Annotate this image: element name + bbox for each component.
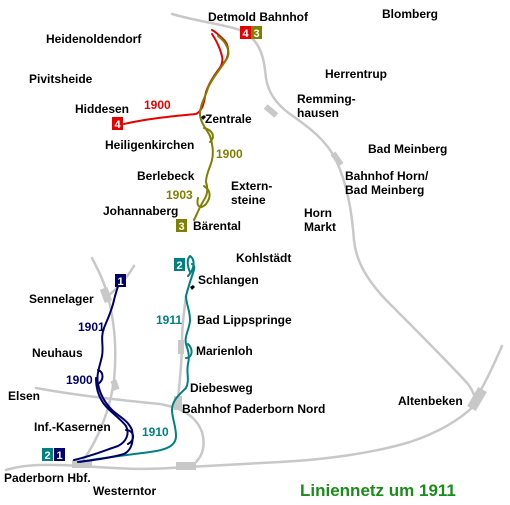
line-badges: 4 3 4 3 2 1 2 1 (42, 26, 262, 462)
tram-line-1-loop-kasernen (125, 429, 134, 445)
badge-schlangen-line2-text: 2 (176, 260, 182, 272)
label-sennelager: Sennelager (29, 292, 94, 306)
year-hiddesen-line: 1900 (144, 98, 171, 112)
label-pivitsheide: Pivitsheide (29, 72, 93, 86)
label-johannaberg: Johannaberg (103, 204, 178, 218)
railway-detmold-altenbeken (170, 12, 478, 402)
depot-zentrale-marker (201, 115, 206, 120)
year-sennelager-line: 1901 (78, 320, 105, 334)
tram-line-3-loop (196, 185, 211, 208)
badge-paderborn-line1 (54, 448, 65, 461)
label-westerntor: Westerntor (93, 484, 156, 498)
label-altenbeken: Altenbeken (398, 394, 463, 408)
year-johannaberg-line: 1903 (166, 188, 193, 202)
badge-detmold-line4-text: 4 (242, 28, 249, 40)
tram-line-2 (79, 255, 196, 463)
label-hiddesen: Hiddesen (75, 102, 129, 116)
tram-line-2-route (79, 263, 196, 463)
badge-schlangen-line2 (174, 258, 185, 271)
label-diebesweg: Diebesweg (190, 381, 253, 395)
label-hausen: hausen (297, 106, 339, 120)
depot-schlangen-marker (190, 285, 195, 290)
label-zentrale: Zentrale (205, 112, 252, 126)
label-berlebeck: Berlebeck (137, 169, 195, 183)
station-altenbeken (467, 386, 487, 412)
badge-hiddesen-line4 (112, 117, 123, 130)
badge-sennelager-line1 (115, 274, 126, 287)
year-paderborn-line: 1910 (142, 425, 169, 439)
label-remming: Remming- (297, 92, 356, 106)
year-neuhaus-line: 1900 (66, 373, 93, 387)
label-marienloh: Marienloh (196, 344, 253, 358)
label-inf-kasernen: Inf.-Kasernen (34, 420, 111, 434)
label-bahnhof-horn: Bahnhof Horn/ (345, 169, 429, 183)
label-herrentrup: Herrentrup (325, 67, 387, 81)
tram-line-4-loop (211, 33, 224, 77)
tram-line-3 (193, 35, 230, 221)
railway-lines (4, 12, 504, 472)
badge-hiddesen-line4-text: 4 (114, 119, 121, 131)
label-paderborn-hbf: Paderborn Hbf. (4, 471, 91, 485)
label-bad-lippspringe: Bad Lippspringe (197, 313, 292, 327)
badge-paderborn-line2-text: 2 (44, 450, 50, 462)
tram-line-1-parallel (73, 377, 129, 461)
label-heiligenkirchen: Heiligenkirchen (105, 138, 194, 152)
badge-sennelager-line1-text: 1 (117, 276, 123, 288)
label-markt: Markt (304, 220, 336, 234)
label-bad-meinberg: Bad Meinberg (368, 142, 447, 156)
station-sennelager (99, 287, 113, 303)
badge-paderborn-line2 (42, 448, 53, 461)
tram-line-1 (73, 279, 134, 463)
label-bad-meinberg-2: Bad Meinberg (345, 183, 424, 197)
badge-baerental-line3-text: 3 (178, 221, 184, 233)
label-extern: Extern- (231, 179, 272, 193)
station-marienloh (178, 340, 184, 354)
railway-sennelager (80, 256, 117, 464)
label-schlangen: Schlangen (198, 273, 259, 287)
label-elsen: Elsen (8, 389, 40, 403)
label-blomberg: Blomberg (382, 7, 438, 21)
label-steine: steine (231, 193, 266, 207)
station-paderborn-hbf (72, 460, 92, 468)
year-lippspringe-line: 1911 (156, 313, 182, 327)
label-horn: Horn (304, 206, 332, 220)
year-labels: 1900 1900 1903 1911 1901 1900 1910 (66, 98, 243, 439)
place-labels: Detmold Bahnhof Blomberg Heidenoldendorf… (4, 7, 463, 498)
station-paderborn-east (176, 462, 196, 470)
tram-line-3-route (193, 35, 230, 221)
badge-baerental-line3 (176, 219, 187, 232)
map-title: Liniennetz um 1911 (300, 481, 456, 500)
tram-line-2-loop-north (186, 255, 195, 277)
label-kohlstaedt: Kohlstädt (236, 251, 291, 265)
station-remminghausen (263, 104, 279, 118)
station-paderborn-nord (174, 396, 182, 410)
badge-paderborn-line1-text: 1 (56, 450, 62, 462)
tram-line-1-route (77, 279, 134, 463)
badge-detmold-line3 (251, 26, 262, 39)
label-bahnhof-paderborn-nord: Bahnhof Paderborn Nord (182, 402, 325, 416)
tram-line-1-loop-neuhaus (97, 369, 104, 385)
tram-line-3-zentrale-loop (203, 127, 214, 143)
label-heidenoldendorf: Heidenoldendorf (46, 32, 142, 46)
label-neuhaus: Neuhaus (32, 346, 83, 360)
badge-detmold-line3-text: 3 (253, 28, 259, 40)
station-neuhaus-rail (110, 379, 120, 391)
tram-line-2-loop-marienloh (185, 343, 193, 359)
station-horn (330, 151, 344, 167)
label-detmold-bahnhof: Detmold Bahnhof (208, 10, 309, 24)
year-berlebeck-line: 1900 (216, 147, 243, 161)
label-baerental: Bärental (193, 219, 241, 233)
badge-detmold-line4 (240, 26, 251, 39)
